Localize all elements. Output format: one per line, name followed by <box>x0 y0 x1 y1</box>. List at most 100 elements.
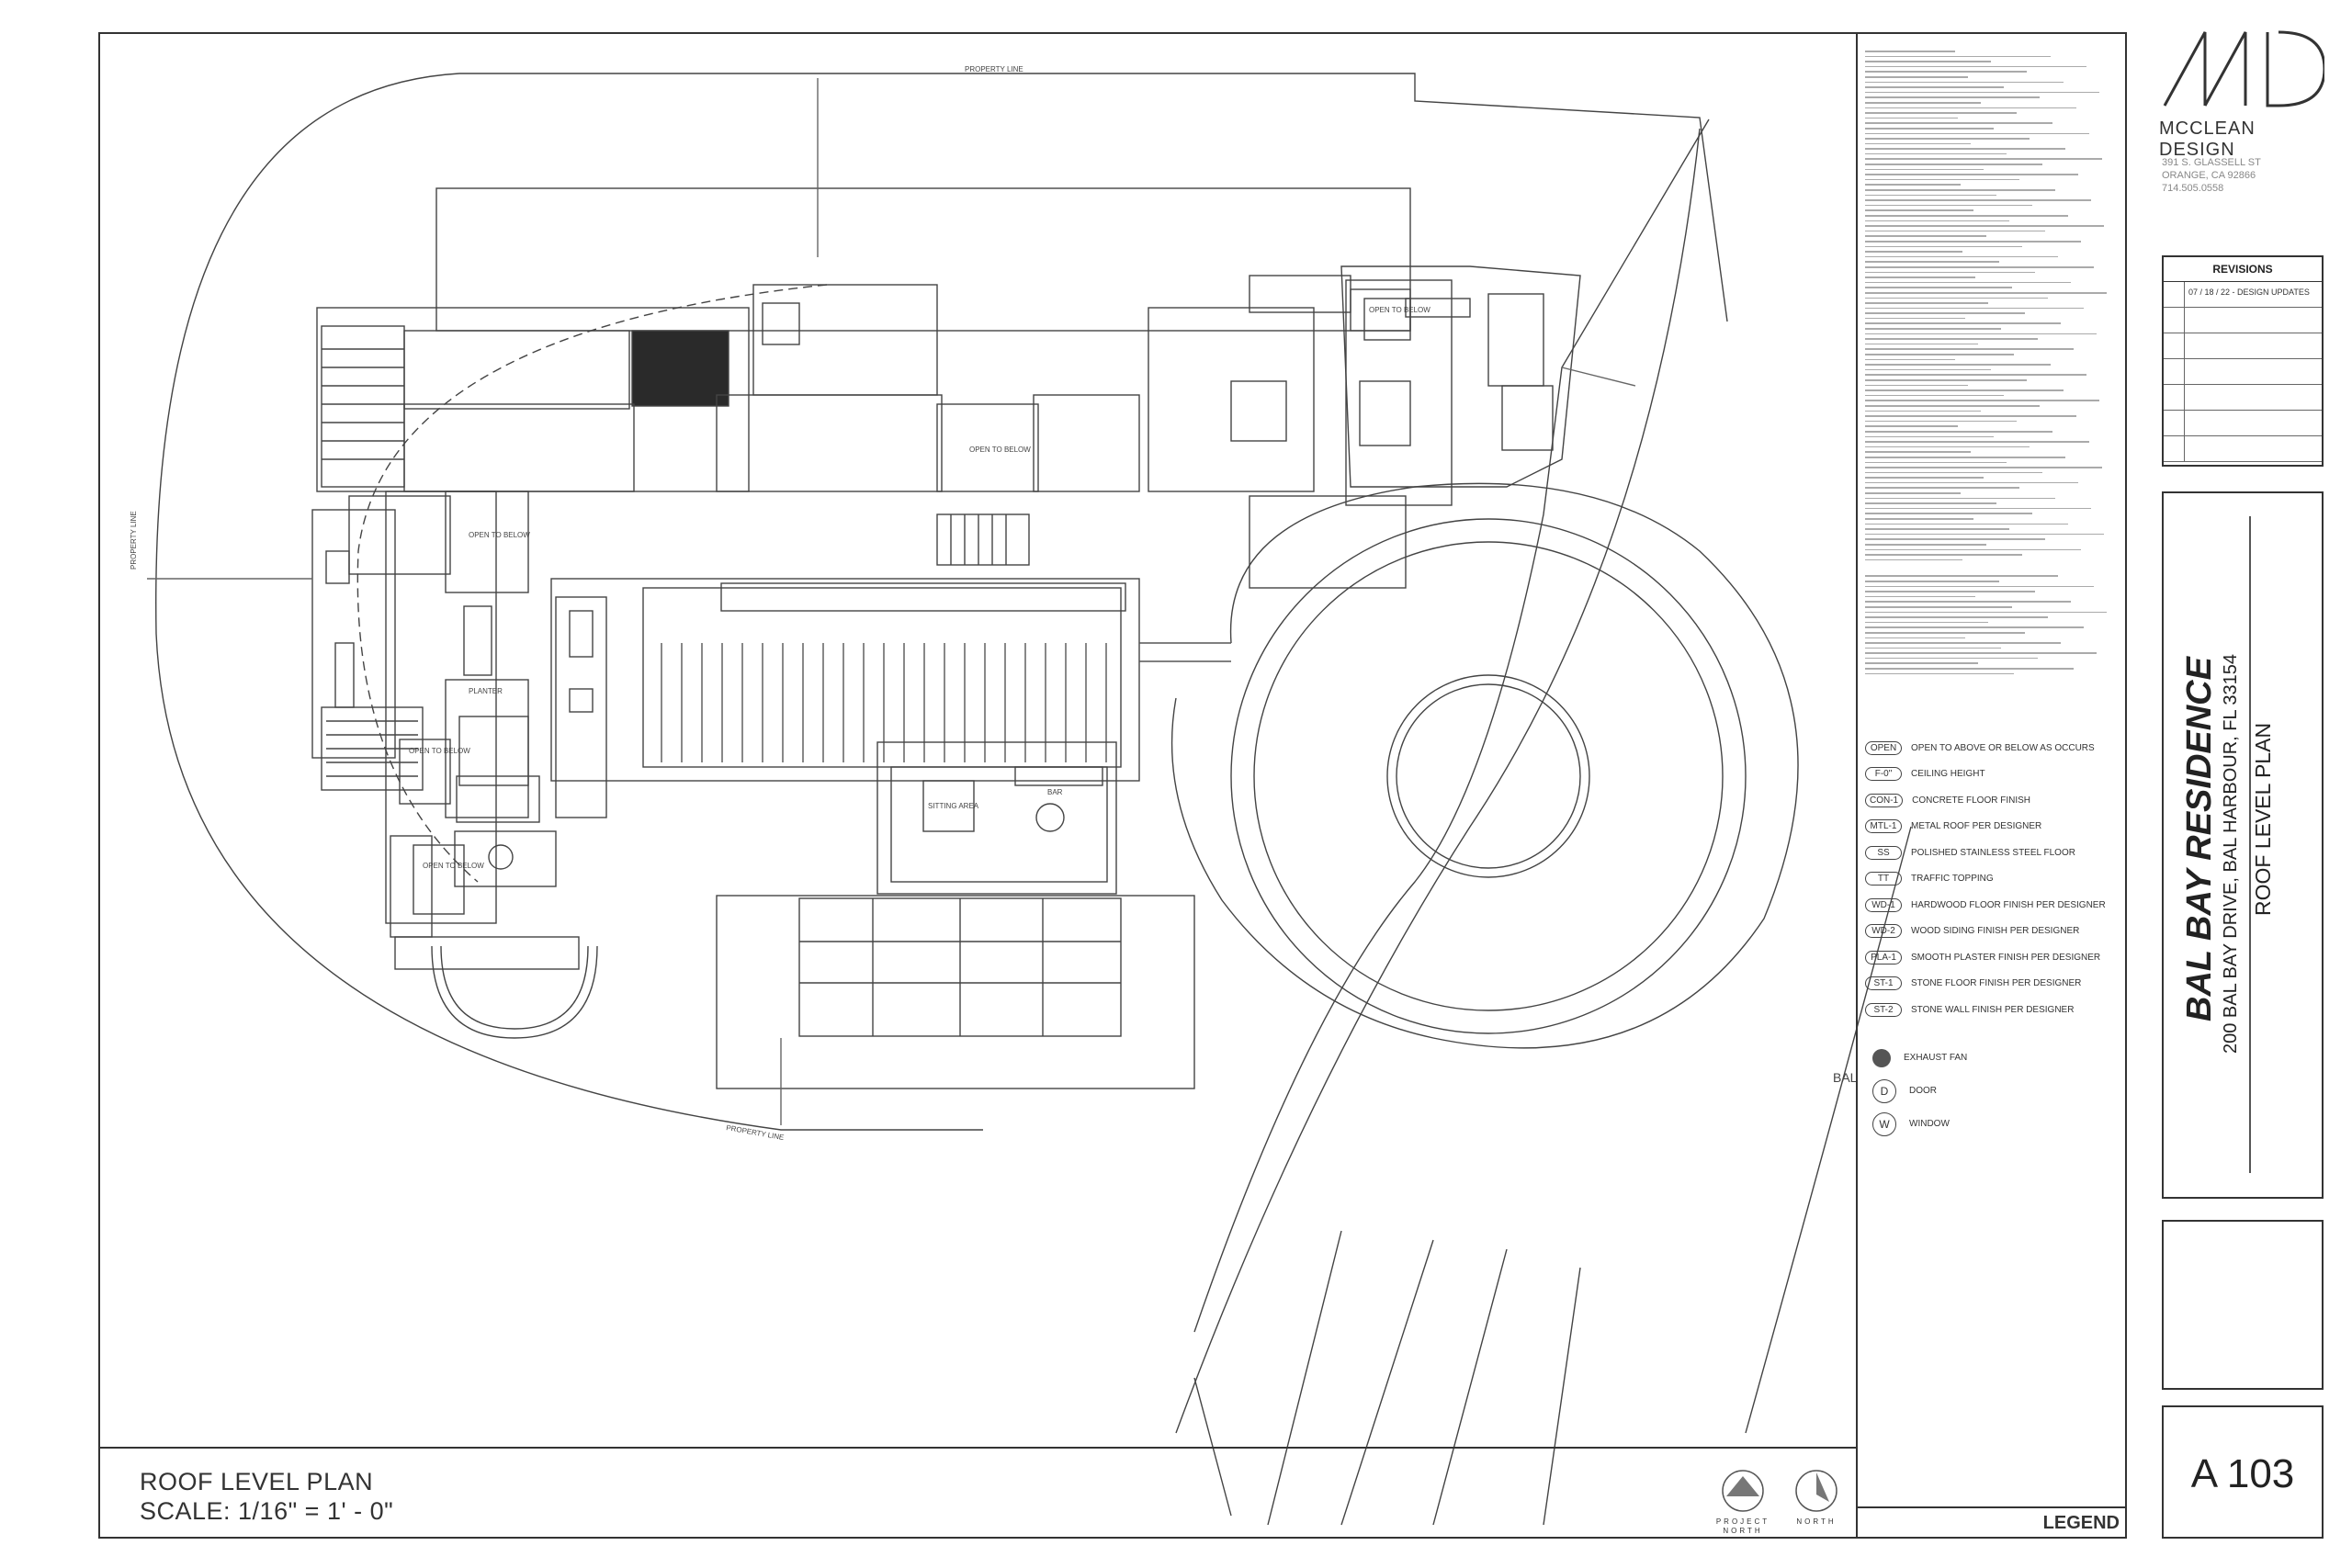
general-notes-lines <box>1865 51 2122 675</box>
legend-tag: MTL-1 <box>1865 819 1902 834</box>
open-to-below-1 <box>936 403 1039 492</box>
project-north-arrow: PROJECT NORTH <box>1715 1469 1770 1536</box>
revision-row <box>2164 333 2322 359</box>
legend-tag: OPEN <box>1865 740 1902 755</box>
revision-row <box>2164 359 2322 385</box>
roof-module-9 <box>1249 495 1407 589</box>
plan-title: ROOF LEVEL PLAN SCALE: 1/16" = 1' - 0" <box>140 1467 393 1526</box>
skylight-4 <box>1359 380 1411 446</box>
stamp-box <box>2162 1220 2324 1390</box>
court-south <box>394 936 580 970</box>
legend-tag: ST-2 <box>1865 1002 1902 1017</box>
dimension-line-4 <box>1561 367 1636 387</box>
legend-tag: ST-1 <box>1865 976 1902 991</box>
revision-entry: 07 / 18 / 22 - DESIGN UPDATES <box>2188 288 2310 297</box>
property-boundary <box>155 73 1728 1131</box>
dark-roof-panel <box>631 330 729 407</box>
sitting-area-box <box>922 780 975 832</box>
shaft-1 <box>463 605 492 676</box>
legend-box: LEGEND <box>1856 1506 2127 1539</box>
lawn-outer <box>716 895 1195 1089</box>
street-curve <box>1193 118 1710 1333</box>
door-icon: D <box>1872 1078 1896 1103</box>
stair-core-2 <box>456 775 540 823</box>
true-north-arrow: NORTH <box>1789 1469 1844 1526</box>
skylight-2 <box>1363 298 1411 341</box>
legend-tag: WD-1 <box>1865 897 1902 912</box>
legend-description: STONE WALL FINISH PER DESIGNER <box>1911 1004 2075 1015</box>
legend-description: OPEN TO ABOVE OR BELOW AS OCCURS <box>1911 742 2095 753</box>
revisions-header: REVISIONS <box>2164 257 2322 282</box>
firm-address-line: 714.505.0558 <box>2162 183 2224 194</box>
bar-pavilion-outer <box>876 741 1117 895</box>
stair-lower <box>321 706 424 791</box>
driveway-circle-outer <box>1230 518 1747 1034</box>
firm-address-line: 391 S. GLASSELL ST <box>2162 157 2261 168</box>
roof-plan-drawing: PROPERTY LINE PROPERTY LINE PROPERTY LIN… <box>130 65 1912 1526</box>
bar-pavilion-inner <box>890 766 1108 883</box>
revision-entry <box>2185 308 2192 333</box>
legend-description: CONCRETE FLOOR FINISH <box>1912 795 2031 806</box>
fountain-circle-inner <box>1396 683 1581 869</box>
roof-module-3 <box>716 394 943 492</box>
fixture-box <box>458 716 529 786</box>
round-patio <box>431 945 598 1039</box>
shaft-3 <box>334 642 355 708</box>
revisions-table: REVISIONS 07 / 18 / 22 - DESIGN UPDATES <box>2162 255 2324 467</box>
lawn-grid-lines <box>799 898 1121 1036</box>
plan-title-scale: SCALE: 1/16" = 1' - 0" <box>140 1497 394 1525</box>
skylight-1 <box>762 302 800 345</box>
legend-divider <box>1856 32 1858 1539</box>
revision-row <box>2164 436 2322 462</box>
pergola-slats <box>950 514 1007 565</box>
legend-description: TRAFFIC TOPPING <box>1911 874 1994 885</box>
label-open-to-below-2: OPEN TO BELOW <box>469 531 530 539</box>
pool-item-1 <box>569 610 594 658</box>
round-patio-inner <box>440 945 589 1030</box>
bar-table <box>1035 803 1065 832</box>
deck-frame <box>550 578 1140 782</box>
bar-counter <box>1014 766 1103 786</box>
legend-description: HARDWOOD FLOOR FINISH PER DESIGNER <box>1911 899 2106 910</box>
project-info-box: BAL BAY RESIDENCE 200 BAL BAY DRIVE, BAL… <box>2162 491 2324 1199</box>
plan-title-block: ROOF LEVEL PLAN SCALE: 1/16" = 1' - 0" P… <box>98 1447 1856 1539</box>
roof-module-1 <box>403 330 630 410</box>
project-north-label: PROJECT NORTH <box>1715 1517 1770 1535</box>
revision-entry <box>2185 385 2192 410</box>
label-property-line-top: PROPERTY LINE <box>965 65 1023 73</box>
setback-dashed <box>356 284 828 883</box>
east-open-below <box>1350 288 1411 332</box>
pool-lane <box>555 596 607 818</box>
sheet-number: A 103 <box>2190 1451 2295 1496</box>
stair-treads <box>322 348 404 460</box>
pergola-1 <box>936 513 1030 566</box>
shaft-2 <box>325 550 350 584</box>
open-to-below-3 <box>399 739 451 805</box>
legend-symbol-description: DOOR <box>1909 1086 1937 1096</box>
roof-module-10 <box>348 495 451 575</box>
legend-item: OPEN OPEN TO ABOVE OR BELOW AS OCCURS <box>1865 735 2141 761</box>
skylight-3 <box>1230 380 1287 442</box>
label-property-line-west: PROPERTY LINE <box>130 511 138 570</box>
general-notes <box>1865 48 2122 709</box>
open-to-below-2 <box>445 491 529 593</box>
roof-module-6 <box>1148 307 1315 492</box>
revision-entry <box>2185 436 2192 461</box>
skylight-5 <box>1405 298 1471 318</box>
legend-description: CEILING HEIGHT <box>1911 769 1985 780</box>
stair-block <box>321 325 405 488</box>
project-address: 200 BAL BAY DRIVE, BAL HARBOUR, FL 33154 <box>2221 653 2241 1054</box>
revision-row <box>2164 308 2322 333</box>
label-open-to-below-1: OPEN TO BELOW <box>969 446 1031 454</box>
label-bal: BAL <box>1833 1070 1858 1085</box>
court-west <box>390 835 433 938</box>
legend-description: POLISHED STAINLESS STEEL FLOOR <box>1911 847 2075 858</box>
